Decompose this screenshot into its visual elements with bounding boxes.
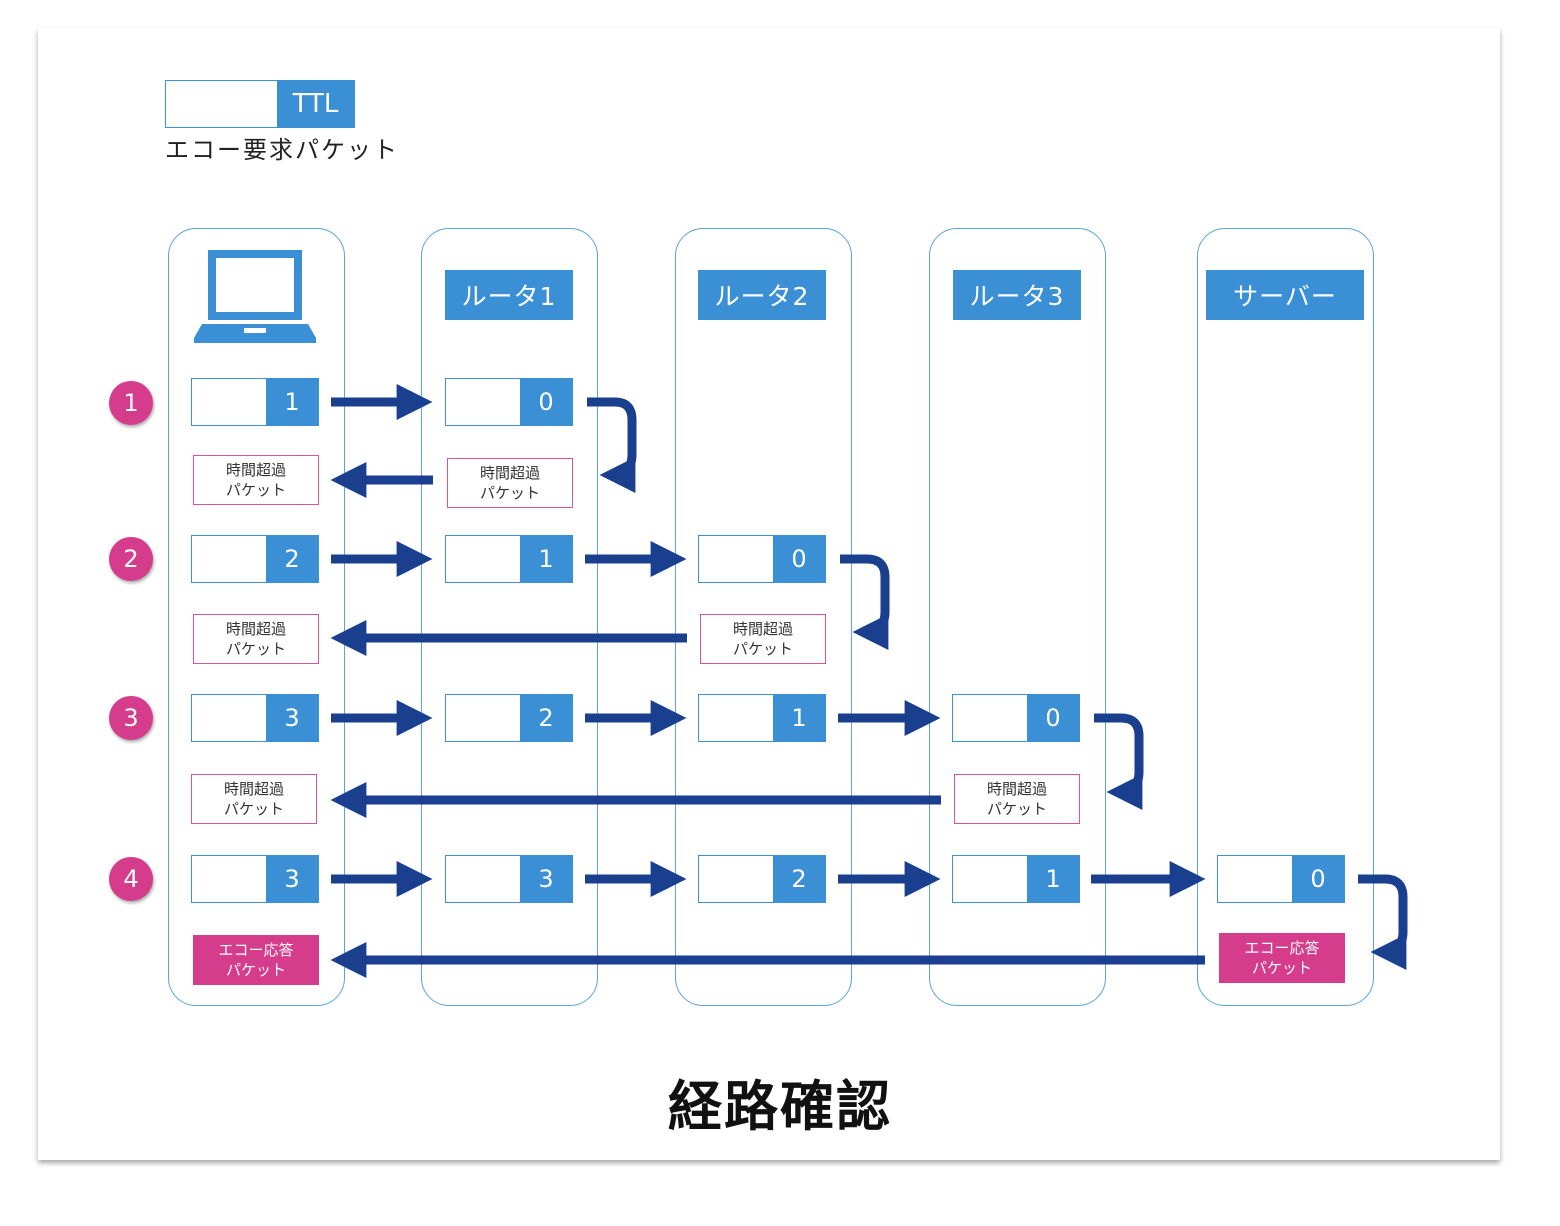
time-exceeded-packet-r2-router2: 時間超過 パケット	[700, 614, 826, 664]
ttl-value: 0	[1027, 695, 1079, 741]
packet-r1-router1: 0	[445, 378, 573, 426]
ttl-value: 2	[520, 695, 572, 741]
arrow-turnaround	[587, 397, 637, 493]
exc-line2: パケット	[732, 640, 793, 658]
time-exceeded-packet-r1-client: 時間超過 パケット	[193, 455, 319, 505]
ttl-value: 2	[773, 856, 825, 902]
echo-line1: エコー応答	[1244, 939, 1320, 957]
arrow-turnaround	[1094, 713, 1144, 810]
time-exceeded-packet-r2-client: 時間超過 パケット	[193, 614, 319, 664]
exc-line1: 時間超過	[225, 461, 286, 479]
column-client	[168, 228, 345, 1006]
packet-r2-router1: 1	[445, 535, 573, 583]
exc-line2: パケット	[479, 484, 540, 502]
exc-line1: 時間超過	[225, 620, 286, 638]
time-exceeded-packet-r3-router3: 時間超過 パケット	[954, 774, 1080, 824]
ttl-value: 2	[266, 536, 318, 582]
ttl-value: 3	[266, 856, 318, 902]
exc-line1: 時間超過	[223, 780, 284, 798]
ttl-value: 3	[520, 856, 572, 902]
ttl-value: 1	[1027, 856, 1079, 902]
packet-r4-server: 0	[1217, 855, 1345, 903]
column-router2	[675, 228, 852, 1006]
step-badge-1: 1	[109, 381, 153, 425]
label-router3: ルータ3	[953, 270, 1081, 320]
echo-reply-packet-server: エコー応答 パケット	[1219, 933, 1345, 983]
packet-r3-client: 3	[191, 694, 319, 742]
exc-line2: パケット	[986, 800, 1047, 818]
legend-packet: TTL	[165, 80, 355, 128]
echo-line2: パケット	[225, 961, 286, 979]
packet-r3-router3: 0	[952, 694, 1080, 742]
ttl-value: 0	[1292, 856, 1344, 902]
label-router1: ルータ1	[445, 270, 573, 320]
packet-r3-router2: 1	[698, 694, 826, 742]
column-router3	[929, 228, 1106, 1006]
arrow-turnaround	[1358, 874, 1408, 970]
step-badge-4: 4	[109, 857, 153, 901]
packet-r4-router2: 2	[698, 855, 826, 903]
packet-r4-client: 3	[191, 855, 319, 903]
ttl-value: 3	[266, 695, 318, 741]
time-exceeded-packet-r3-client: 時間超過 パケット	[191, 774, 317, 824]
exc-line1: 時間超過	[986, 780, 1047, 798]
label-router2: ルータ2	[698, 270, 826, 320]
ttl-value: 1	[266, 379, 318, 425]
echo-reply-packet-client: エコー応答 パケット	[193, 935, 319, 985]
label-server: サーバー	[1206, 270, 1364, 320]
packet-r2-client: 2	[191, 535, 319, 583]
echo-line2: パケット	[1251, 959, 1312, 977]
ttl-value: 0	[773, 536, 825, 582]
packet-r2-router2: 0	[698, 535, 826, 583]
exc-line2: パケット	[225, 481, 286, 499]
column-server	[1197, 228, 1374, 1006]
ttl-value: 0	[520, 379, 572, 425]
step-badge-2: 2	[109, 537, 153, 581]
ttl-value: 1	[773, 695, 825, 741]
legend-ttl-label: TTL	[277, 81, 354, 127]
exc-line2: パケット	[225, 640, 286, 658]
ttl-value: 1	[520, 536, 572, 582]
step-badge-3: 3	[109, 696, 153, 740]
packet-r1-client: 1	[191, 378, 319, 426]
exc-line1: 時間超過	[732, 620, 793, 638]
exc-line1: 時間超過	[479, 464, 540, 482]
time-exceeded-packet-r1-router1: 時間超過 パケット	[447, 458, 573, 508]
arrow-turnaround	[840, 554, 890, 650]
diagram-title: 経路確認	[668, 1075, 892, 1138]
legend-caption: エコー要求パケット	[165, 136, 399, 164]
packet-r3-router1: 2	[445, 694, 573, 742]
laptop-icon	[194, 250, 316, 343]
packet-r4-router3: 1	[952, 855, 1080, 903]
column-router1	[421, 228, 598, 1006]
echo-line1: エコー応答	[218, 941, 294, 959]
packet-r4-router1: 3	[445, 855, 573, 903]
exc-line2: パケット	[223, 800, 284, 818]
